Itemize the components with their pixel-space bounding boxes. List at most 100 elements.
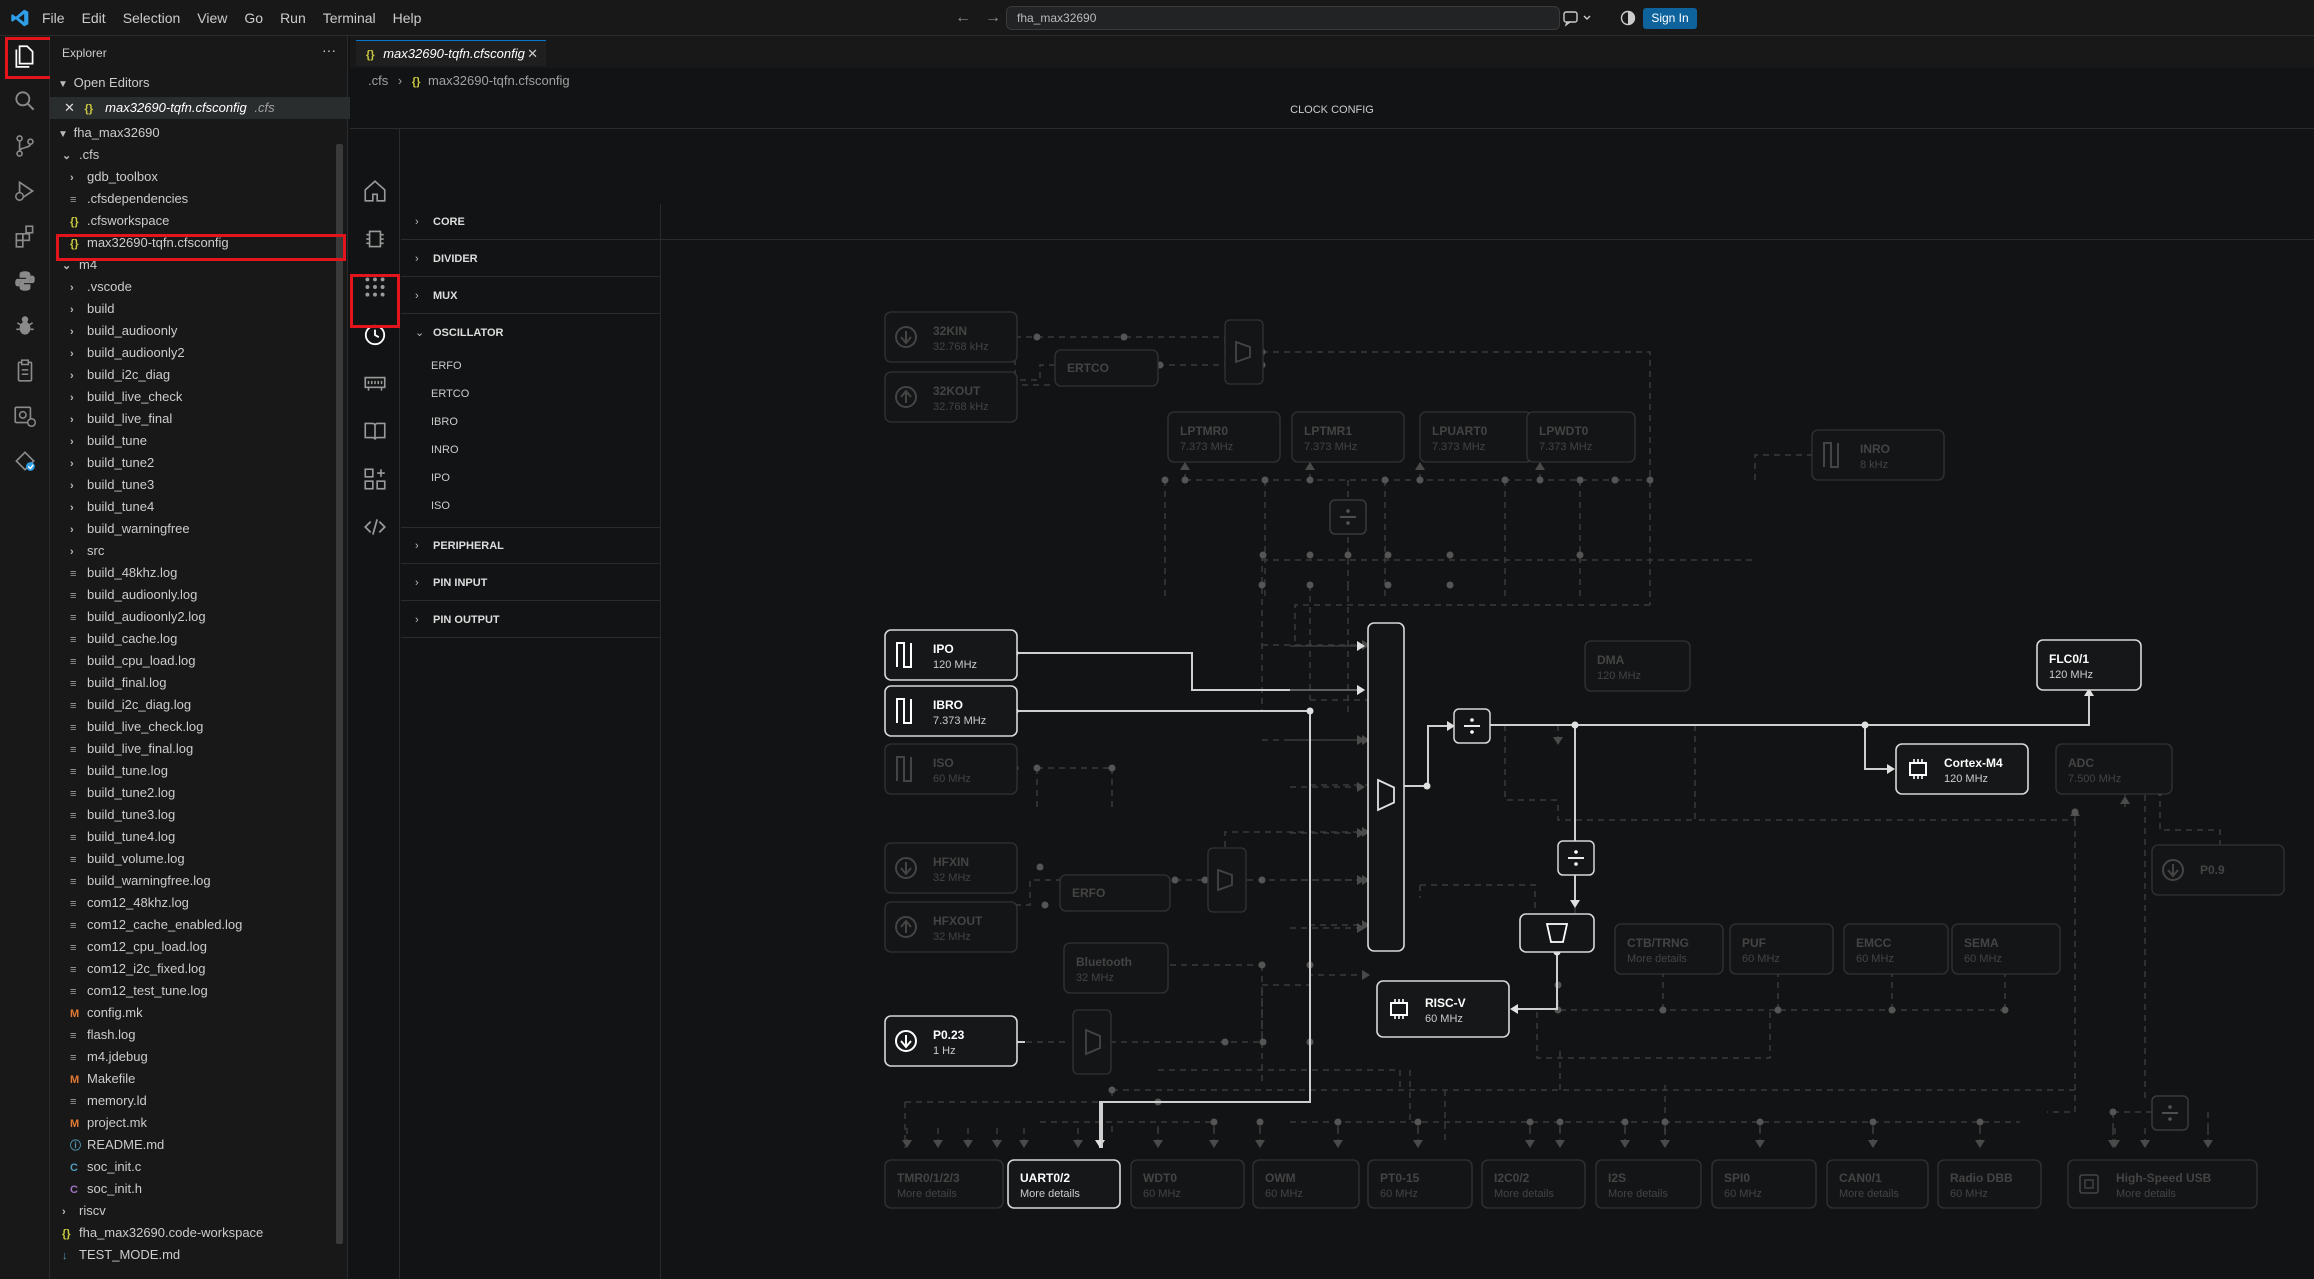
tree-file[interactable]: ≡build_live_final.log (50, 738, 360, 760)
node-box[interactable] (2036, 639, 2142, 691)
tree-file[interactable]: ≡build_audioonly2.log (50, 606, 360, 628)
node-box[interactable] (1007, 1159, 1121, 1209)
tree-file[interactable]: ≡com12_cpu_load.log (50, 936, 360, 958)
node-box[interactable] (1811, 429, 1945, 481)
node-box[interactable] (1130, 1159, 1245, 1209)
tree-file[interactable]: ≡build_i2c_diag.log (50, 694, 360, 716)
tree-file[interactable]: ≡build_tune4.log (50, 826, 360, 848)
root-folder-row[interactable]: ▼ fha_max32690 (50, 122, 348, 144)
tree-file[interactable]: ≡build_tune3.log (50, 804, 360, 826)
tree-folder[interactable]: ⌄.cfs (50, 144, 352, 166)
node-box[interactable] (1584, 640, 1691, 692)
source-control-icon[interactable] (10, 131, 40, 161)
tree-folder[interactable]: ›build_tune4 (50, 496, 360, 518)
sidebar-scrollbar[interactable] (336, 144, 343, 1244)
node-box[interactable] (1843, 923, 1949, 975)
tree-folder[interactable]: ›build_audioonly (50, 320, 360, 342)
docs-icon[interactable] (362, 418, 388, 444)
tree-folder[interactable]: ›build_tune (50, 430, 360, 452)
breadcrumb-item[interactable]: .cfs (368, 73, 389, 88)
extensions-icon[interactable] (10, 221, 40, 251)
more-actions-icon[interactable]: ··· (322, 42, 336, 58)
open-editor-item[interactable]: ✕ {} max32690-tqfn.cfsconfig .cfs (50, 97, 350, 119)
node-box[interactable] (2067, 1159, 2258, 1209)
node-box[interactable] (1481, 1159, 1586, 1209)
node-box[interactable] (1376, 980, 1510, 1038)
tree-file[interactable]: ≡build_warningfree.log (50, 870, 360, 892)
code-icon[interactable] (362, 514, 388, 540)
node-box[interactable] (1711, 1159, 1817, 1209)
memory-icon[interactable] (362, 370, 388, 396)
tree-folder[interactable]: ›.vscode (50, 276, 360, 298)
tree-file[interactable]: {}max32690-tqfn.cfsconfig (50, 232, 360, 254)
node-box[interactable] (884, 901, 1018, 953)
tree-file[interactable]: ≡build_cpu_load.log (50, 650, 360, 672)
node-riscv[interactable]: RISC-V60 MHz (1376, 980, 1510, 1038)
node-box[interactable] (1614, 923, 1724, 975)
tree-file[interactable]: {}.cfsworkspace (50, 210, 360, 232)
category-mux[interactable]: ›MUX (401, 278, 661, 314)
node-box[interactable] (1167, 411, 1281, 463)
arrow-left-icon[interactable]: ← (955, 9, 971, 26)
node-box[interactable] (884, 311, 1018, 363)
accounts-icon[interactable] (1620, 10, 1636, 26)
category-core[interactable]: ›CORE (401, 204, 661, 240)
node-box[interactable] (1826, 1159, 1929, 1209)
node-box[interactable] (884, 842, 1018, 894)
node-box[interactable] (1937, 1159, 2042, 1209)
node-box[interactable] (1526, 411, 1636, 463)
node-box[interactable] (2055, 743, 2173, 795)
tree-file[interactable]: ≡m4.jdebug (50, 1046, 360, 1068)
category-divider[interactable]: ›DIVIDER (401, 241, 661, 277)
tree-file[interactable]: ≡build_audioonly.log (50, 584, 360, 606)
python-icon[interactable] (10, 266, 40, 296)
node-box[interactable] (884, 685, 1018, 737)
search-icon[interactable] (10, 86, 40, 116)
node-box[interactable] (884, 1159, 1004, 1209)
tree-file[interactable]: ≡com12_i2c_fixed.log (50, 958, 360, 980)
close-icon[interactable]: ✕ (64, 100, 75, 115)
debug-bug-icon[interactable] (10, 311, 40, 341)
tree-file[interactable]: ≡build_live_check.log (50, 716, 360, 738)
tree-folder[interactable]: ›build_i2c_diag (50, 364, 360, 386)
node-box[interactable] (884, 1015, 1018, 1067)
node-erfo[interactable]: ERFO (1059, 874, 1171, 912)
home-icon[interactable] (362, 178, 388, 204)
oscillator-item[interactable]: IBRO (431, 416, 458, 428)
components-icon[interactable] (362, 466, 388, 492)
tree-file[interactable]: ≡memory.ld (50, 1090, 360, 1112)
chip-icon[interactable] (362, 226, 388, 252)
node-ertco[interactable]: ERTCO (1054, 349, 1159, 387)
node-box[interactable] (1951, 923, 2061, 975)
tree-file[interactable]: ≡flash.log (50, 1024, 360, 1046)
tree-file[interactable]: ↓TEST_MODE.md (50, 1244, 352, 1266)
node-box[interactable] (1895, 743, 2029, 795)
node-box[interactable] (1063, 942, 1169, 994)
node-box[interactable] (1595, 1159, 1702, 1209)
menu-terminal[interactable]: Terminal (322, 10, 376, 26)
menu-selection[interactable]: Selection (122, 10, 181, 26)
pin-mux-icon[interactable] (362, 274, 388, 300)
oscillator-item[interactable]: ERTCO (431, 388, 470, 400)
